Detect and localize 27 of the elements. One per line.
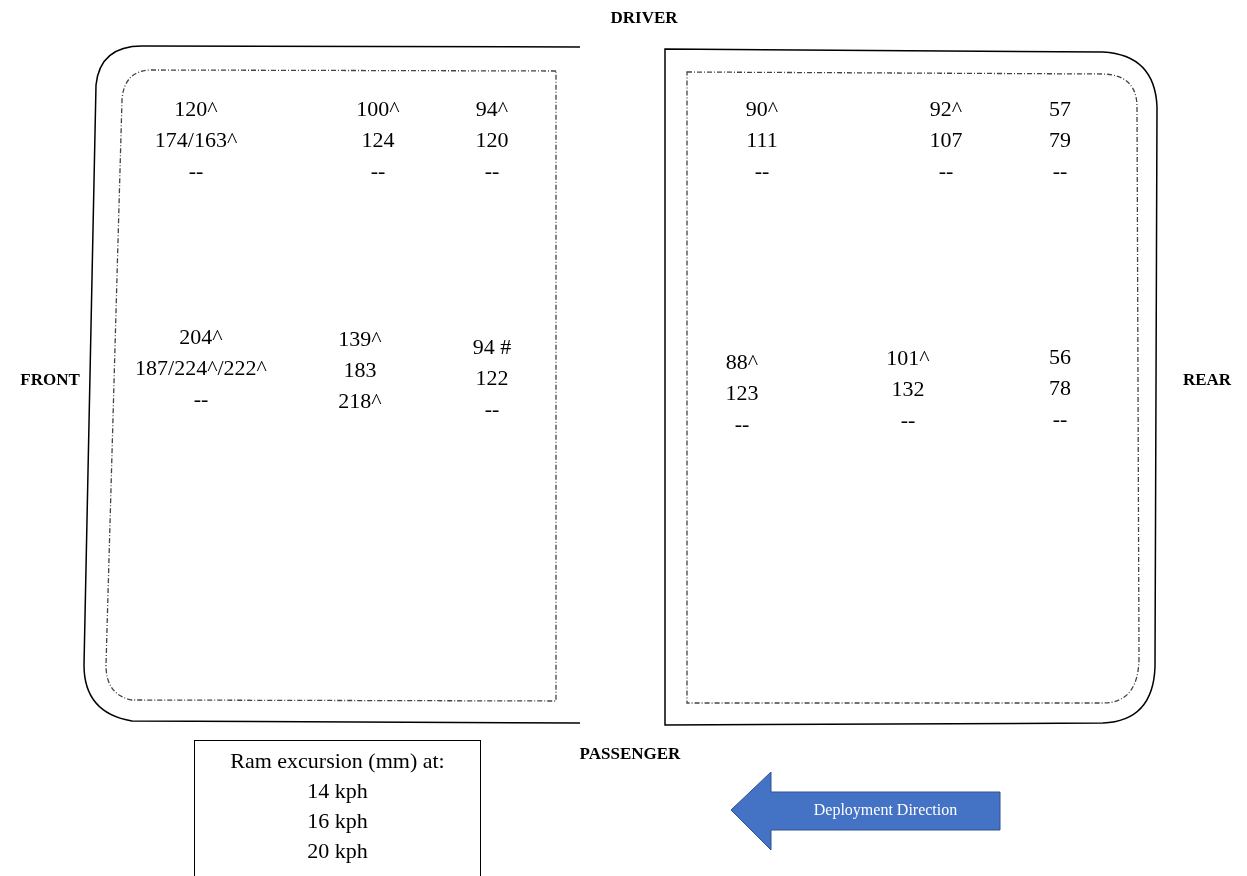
measurement-value: 92^	[929, 96, 963, 122]
measurement-value: --	[1052, 158, 1068, 184]
measurement-value: 123	[725, 380, 759, 406]
measurement-value: 57	[1049, 96, 1071, 122]
measurement-value: --	[938, 158, 954, 184]
measurement-value: 132	[891, 376, 925, 402]
side-label: DRIVER	[610, 8, 678, 28]
measurement-value: 56	[1049, 344, 1071, 370]
measurement-value: --	[1052, 406, 1068, 432]
side-label: REAR	[1182, 370, 1232, 390]
measurement-value: 101^	[886, 345, 930, 371]
measurement-value: 111	[746, 127, 778, 153]
measurement-value: 79	[1049, 127, 1071, 153]
measurement-value: --	[900, 407, 916, 433]
measurement-value: --	[734, 411, 750, 437]
measurement-value: 78	[1049, 375, 1071, 401]
key-entry: 16 kph	[307, 808, 368, 834]
arrow-label: Deployment Direction	[813, 800, 958, 821]
side-label: PASSENGER	[579, 744, 681, 764]
key-heading: Ram excursion (mm) at:	[230, 748, 445, 774]
measurement-value: 90^	[745, 96, 779, 122]
side-label: FRONT	[20, 370, 80, 390]
measurement-value: 88^	[725, 349, 759, 375]
key-entry: 14 kph	[307, 778, 368, 804]
key-entry: 20 kph	[307, 838, 368, 864]
measurement-value: 107	[929, 127, 963, 153]
measurement-value: --	[754, 158, 770, 184]
